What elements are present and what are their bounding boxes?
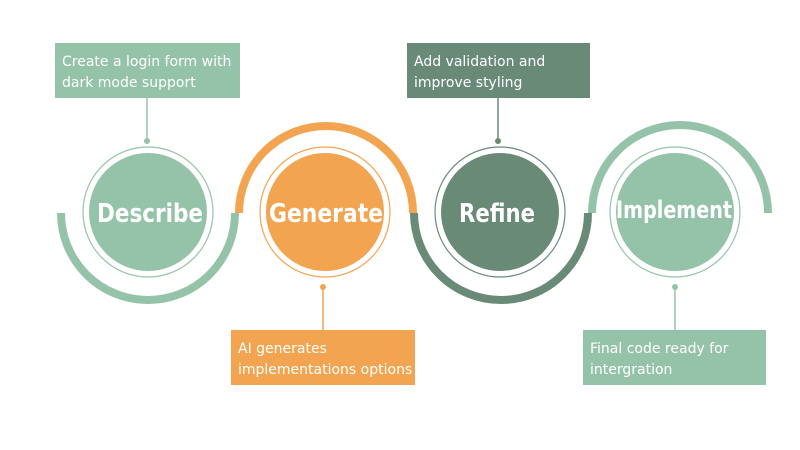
note-line: implementations options bbox=[238, 362, 413, 378]
ring-implement bbox=[609, 146, 741, 278]
step-label-refine: Refine bbox=[459, 199, 535, 229]
rings bbox=[82, 146, 741, 278]
connector-dot-generate bbox=[320, 284, 326, 290]
note-box-describe: Create a login form with dark mode suppo… bbox=[55, 43, 240, 98]
step-circle-describe bbox=[89, 153, 207, 271]
note-line: Final code ready for bbox=[590, 341, 729, 357]
note-box-implement: Final code ready for intergration bbox=[583, 330, 766, 385]
note-line: dark mode support bbox=[62, 75, 196, 91]
arc-generate bbox=[235, 122, 417, 214]
note-line: improve styling bbox=[414, 75, 523, 91]
note-line: Add validation and bbox=[414, 54, 546, 70]
step-circle-generate bbox=[266, 153, 384, 271]
note-line: AI generates bbox=[238, 341, 327, 357]
wave-arcs bbox=[57, 121, 772, 304]
connector-dot-implement bbox=[672, 284, 678, 290]
step-circle-refine bbox=[441, 153, 559, 271]
step-label-describe: Describe bbox=[97, 199, 203, 229]
ring-generate bbox=[259, 146, 391, 278]
connectors bbox=[144, 98, 678, 330]
note-line: Create a login form with bbox=[62, 54, 232, 70]
step-circles bbox=[89, 153, 734, 271]
ring-refine bbox=[434, 146, 566, 278]
connector-dot-refine bbox=[495, 138, 501, 144]
arc-describe bbox=[57, 212, 239, 304]
note-box-refine: Add validation and improve styling bbox=[407, 43, 590, 98]
arc-refine bbox=[410, 212, 592, 304]
step-circle-implement bbox=[616, 153, 734, 271]
step-label-generate: Generate bbox=[269, 199, 383, 229]
note-box-generate: AI generates implementations options bbox=[231, 330, 415, 385]
step-label-implement: Implement bbox=[616, 196, 732, 224]
step-labels: Describe Generate Refine Implement bbox=[97, 196, 732, 229]
ring-describe bbox=[82, 146, 214, 278]
note-line: intergration bbox=[590, 362, 673, 378]
arc-implement bbox=[588, 121, 772, 214]
connector-dot-describe bbox=[144, 138, 150, 144]
